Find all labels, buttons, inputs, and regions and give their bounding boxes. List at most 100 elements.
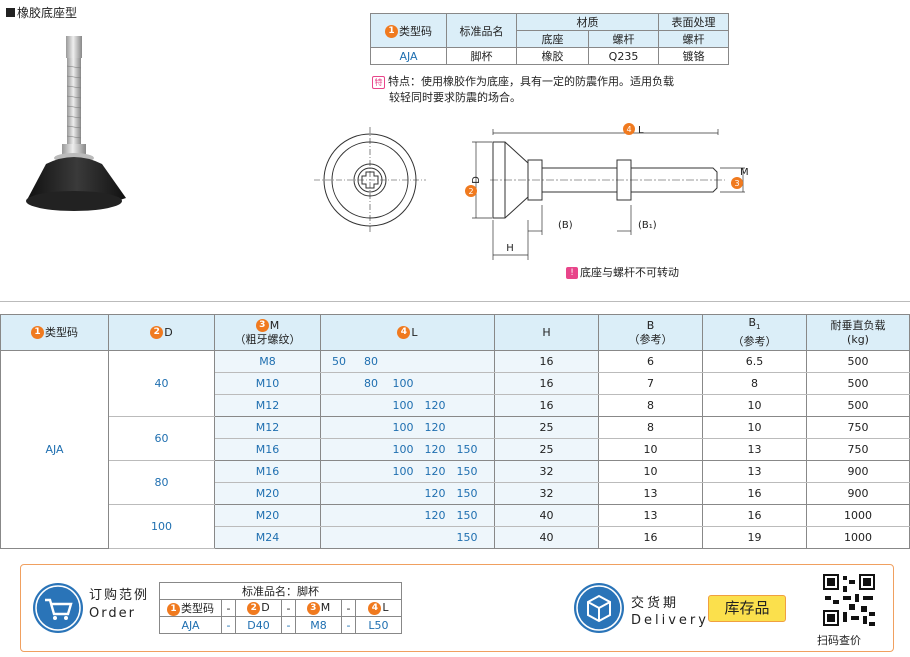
- m-cell: M16: [214, 438, 321, 461]
- l-value: 120: [424, 399, 446, 412]
- m-cell: M8: [214, 350, 321, 373]
- order-val-type: AJA: [159, 616, 222, 634]
- m-cell: M20: [214, 482, 321, 505]
- h-cell: 16: [494, 372, 599, 395]
- page-title: 橡胶底座型: [6, 4, 77, 21]
- drawing-h-label: H: [506, 243, 514, 254]
- d-cell: 80: [108, 460, 215, 505]
- technical-drawing: D 2 4 L 3 M H (B) (B₁): [314, 123, 749, 260]
- b-cell: 13: [598, 482, 703, 505]
- h-cell: 16: [494, 394, 599, 417]
- load-cell: 1000: [806, 526, 910, 549]
- l-value: 80: [364, 355, 378, 368]
- drawing-l-label: L: [638, 125, 644, 136]
- b1-cell: 13: [702, 460, 807, 483]
- spec-material-header: 材质: [516, 13, 659, 31]
- qr-label: 扫码查价: [817, 634, 861, 647]
- product-photo: [26, 36, 126, 211]
- order-val-d: D40: [235, 616, 282, 634]
- package-icon: [574, 583, 624, 633]
- h-cell: 32: [494, 482, 599, 505]
- load-cell: 900: [806, 482, 910, 505]
- b-cell: 8: [598, 416, 703, 439]
- feature-text-line2: 较轻同时要求防震的场合。: [389, 91, 521, 104]
- feature-icon: 特: [372, 75, 385, 89]
- l-value: 100: [392, 377, 414, 390]
- feature-note: 特特点：使用橡胶作为底座，具有一定的防震作用。适用负载 较轻同时要求防震的场合。: [372, 74, 722, 106]
- drawing-b1-label: (B₁): [638, 220, 657, 231]
- b1-cell: 8: [702, 372, 807, 395]
- h-cell: 25: [494, 438, 599, 461]
- m-cell: M16: [214, 460, 321, 483]
- d-cell: 100: [108, 504, 215, 549]
- load-cell: 750: [806, 416, 910, 439]
- l-cell: 150: [320, 526, 495, 549]
- order-dash: -: [281, 599, 296, 617]
- order-dash: -: [341, 599, 356, 617]
- h-cell: 40: [494, 526, 599, 549]
- qr-code-icon[interactable]: [821, 572, 877, 628]
- l-value: 120: [424, 487, 446, 500]
- b-cell: 10: [598, 438, 703, 461]
- l-value: 150: [456, 443, 478, 456]
- d-cell: 60: [108, 416, 215, 461]
- load-cell: 900: [806, 460, 910, 483]
- l-value: 150: [456, 465, 478, 478]
- l-value: 150: [456, 531, 478, 544]
- warning-icon: !: [566, 267, 578, 279]
- b1-cell: 16: [702, 482, 807, 505]
- load-cell: 500: [806, 350, 910, 373]
- col-load: 耐垂直负载(kg): [806, 314, 910, 351]
- b-cell: 10: [598, 460, 703, 483]
- order-dash: -: [221, 599, 236, 617]
- spec-surface-bolt-header: 螺杆: [658, 30, 729, 48]
- b1-cell: 19: [702, 526, 807, 549]
- d-cell: 40: [108, 350, 215, 417]
- b1-cell: 16: [702, 504, 807, 527]
- drawing-b-label: (B): [558, 220, 573, 231]
- spec-base-header: 底座: [516, 30, 589, 48]
- b1-cell: 10: [702, 416, 807, 439]
- b-cell: 13: [598, 504, 703, 527]
- cart-icon: [33, 583, 83, 633]
- h-cell: 32: [494, 460, 599, 483]
- col-h: H: [494, 314, 599, 351]
- drawing-d-num: 2: [468, 187, 473, 196]
- b1-cell: 13: [702, 438, 807, 461]
- spec-bolt-header: 螺杆: [588, 30, 659, 48]
- load-cell: 500: [806, 394, 910, 417]
- b1-cell: 6.5: [702, 350, 807, 373]
- l-value: 100: [392, 421, 414, 434]
- stock-badge[interactable]: 库存品: [708, 595, 786, 622]
- spec-bolt-value: Q235: [588, 47, 659, 65]
- load-cell: 500: [806, 372, 910, 395]
- l-cell: 50 80: [320, 350, 495, 373]
- l-value: 50: [332, 355, 346, 368]
- spec-std-value: 脚杯: [446, 47, 517, 65]
- drawing-m-num: 3: [734, 179, 739, 188]
- spec-type-value: AJA: [370, 47, 447, 65]
- b-cell: 7: [598, 372, 703, 395]
